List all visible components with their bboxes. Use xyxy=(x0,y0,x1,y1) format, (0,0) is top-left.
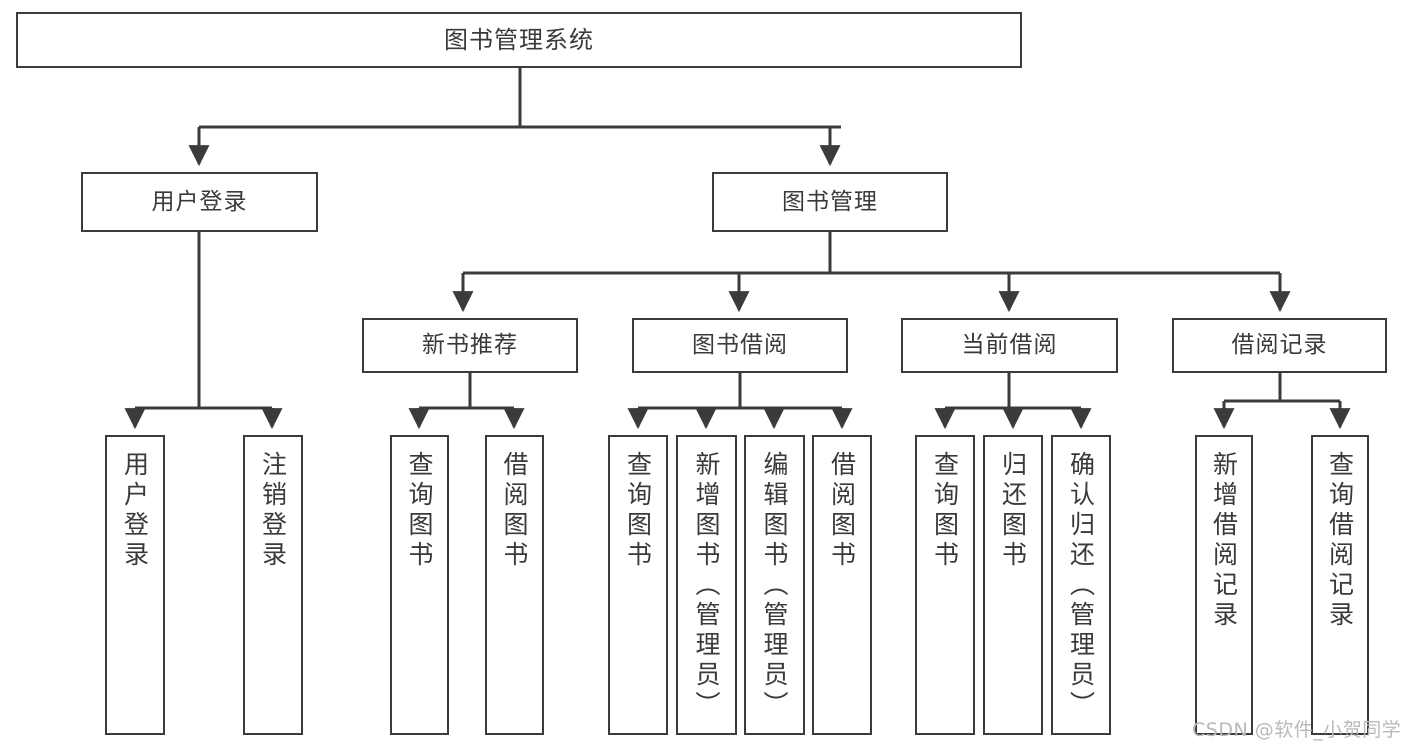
node-label: 图书管理 xyxy=(782,188,878,215)
node-label: 查询图书 xyxy=(930,451,960,571)
leaf-query-book-borrow[interactable]: 查询图书 xyxy=(608,435,668,735)
node-label: 当前借阅 xyxy=(961,332,1058,359)
leaf-add-borrow-record[interactable]: 新增借阅记录 xyxy=(1195,435,1253,735)
leaf-user-login[interactable]: 用户登录 xyxy=(105,435,165,735)
leaf-return-book[interactable]: 归还图书 xyxy=(983,435,1043,735)
node-borrow-records[interactable]: 借阅记录 xyxy=(1172,318,1387,373)
leaf-logout[interactable]: 注销登录 xyxy=(243,435,303,735)
node-label: 查询图书 xyxy=(623,451,653,571)
leaf-query-borrow-record[interactable]: 查询借阅记录 xyxy=(1311,435,1369,735)
leaf-borrow-book[interactable]: 借阅图书 xyxy=(812,435,872,735)
leaf-query-book-recommend[interactable]: 查询图书 xyxy=(390,435,449,735)
node-label: 新书推荐 xyxy=(422,332,518,359)
node-label: 归还图书 xyxy=(998,451,1028,571)
node-label: 新增图书（管理员） xyxy=(692,451,721,721)
node-label: 新增借阅记录 xyxy=(1209,451,1239,631)
node-label: 查询借阅记录 xyxy=(1325,451,1355,631)
node-user-login[interactable]: 用户登录 xyxy=(81,172,318,232)
node-book-management[interactable]: 图书管理 xyxy=(712,172,948,232)
leaf-borrow-book-recommend[interactable]: 借阅图书 xyxy=(485,435,544,735)
node-label: 查询图书 xyxy=(405,451,434,571)
leaf-query-book-current[interactable]: 查询图书 xyxy=(915,435,975,735)
leaf-add-book-admin[interactable]: 新增图书（管理员） xyxy=(676,435,737,735)
csdn-watermark: CSDN @软件_小贺同学 xyxy=(1192,719,1402,741)
node-label: 图书借阅 xyxy=(692,332,788,359)
node-label: 注销登录 xyxy=(258,451,288,571)
node-label: 用户登录 xyxy=(151,188,248,215)
node-label: 借阅图书 xyxy=(500,451,529,571)
node-label: 借阅记录 xyxy=(1231,332,1328,359)
node-label: 图书管理系统 xyxy=(444,26,594,54)
leaf-edit-book-admin[interactable]: 编辑图书（管理员） xyxy=(744,435,805,735)
node-book-borrowing[interactable]: 图书借阅 xyxy=(632,318,848,373)
node-label: 用户登录 xyxy=(120,451,150,571)
node-new-book-recommendation[interactable]: 新书推荐 xyxy=(362,318,578,373)
node-current-borrowing[interactable]: 当前借阅 xyxy=(901,318,1118,373)
node-label: 借阅图书 xyxy=(827,451,857,571)
node-label: 确认归还（管理员） xyxy=(1066,451,1096,721)
leaf-confirm-return-admin[interactable]: 确认归还（管理员） xyxy=(1051,435,1111,735)
node-label: 编辑图书（管理员） xyxy=(760,451,789,721)
node-root-system[interactable]: 图书管理系统 xyxy=(16,12,1022,68)
